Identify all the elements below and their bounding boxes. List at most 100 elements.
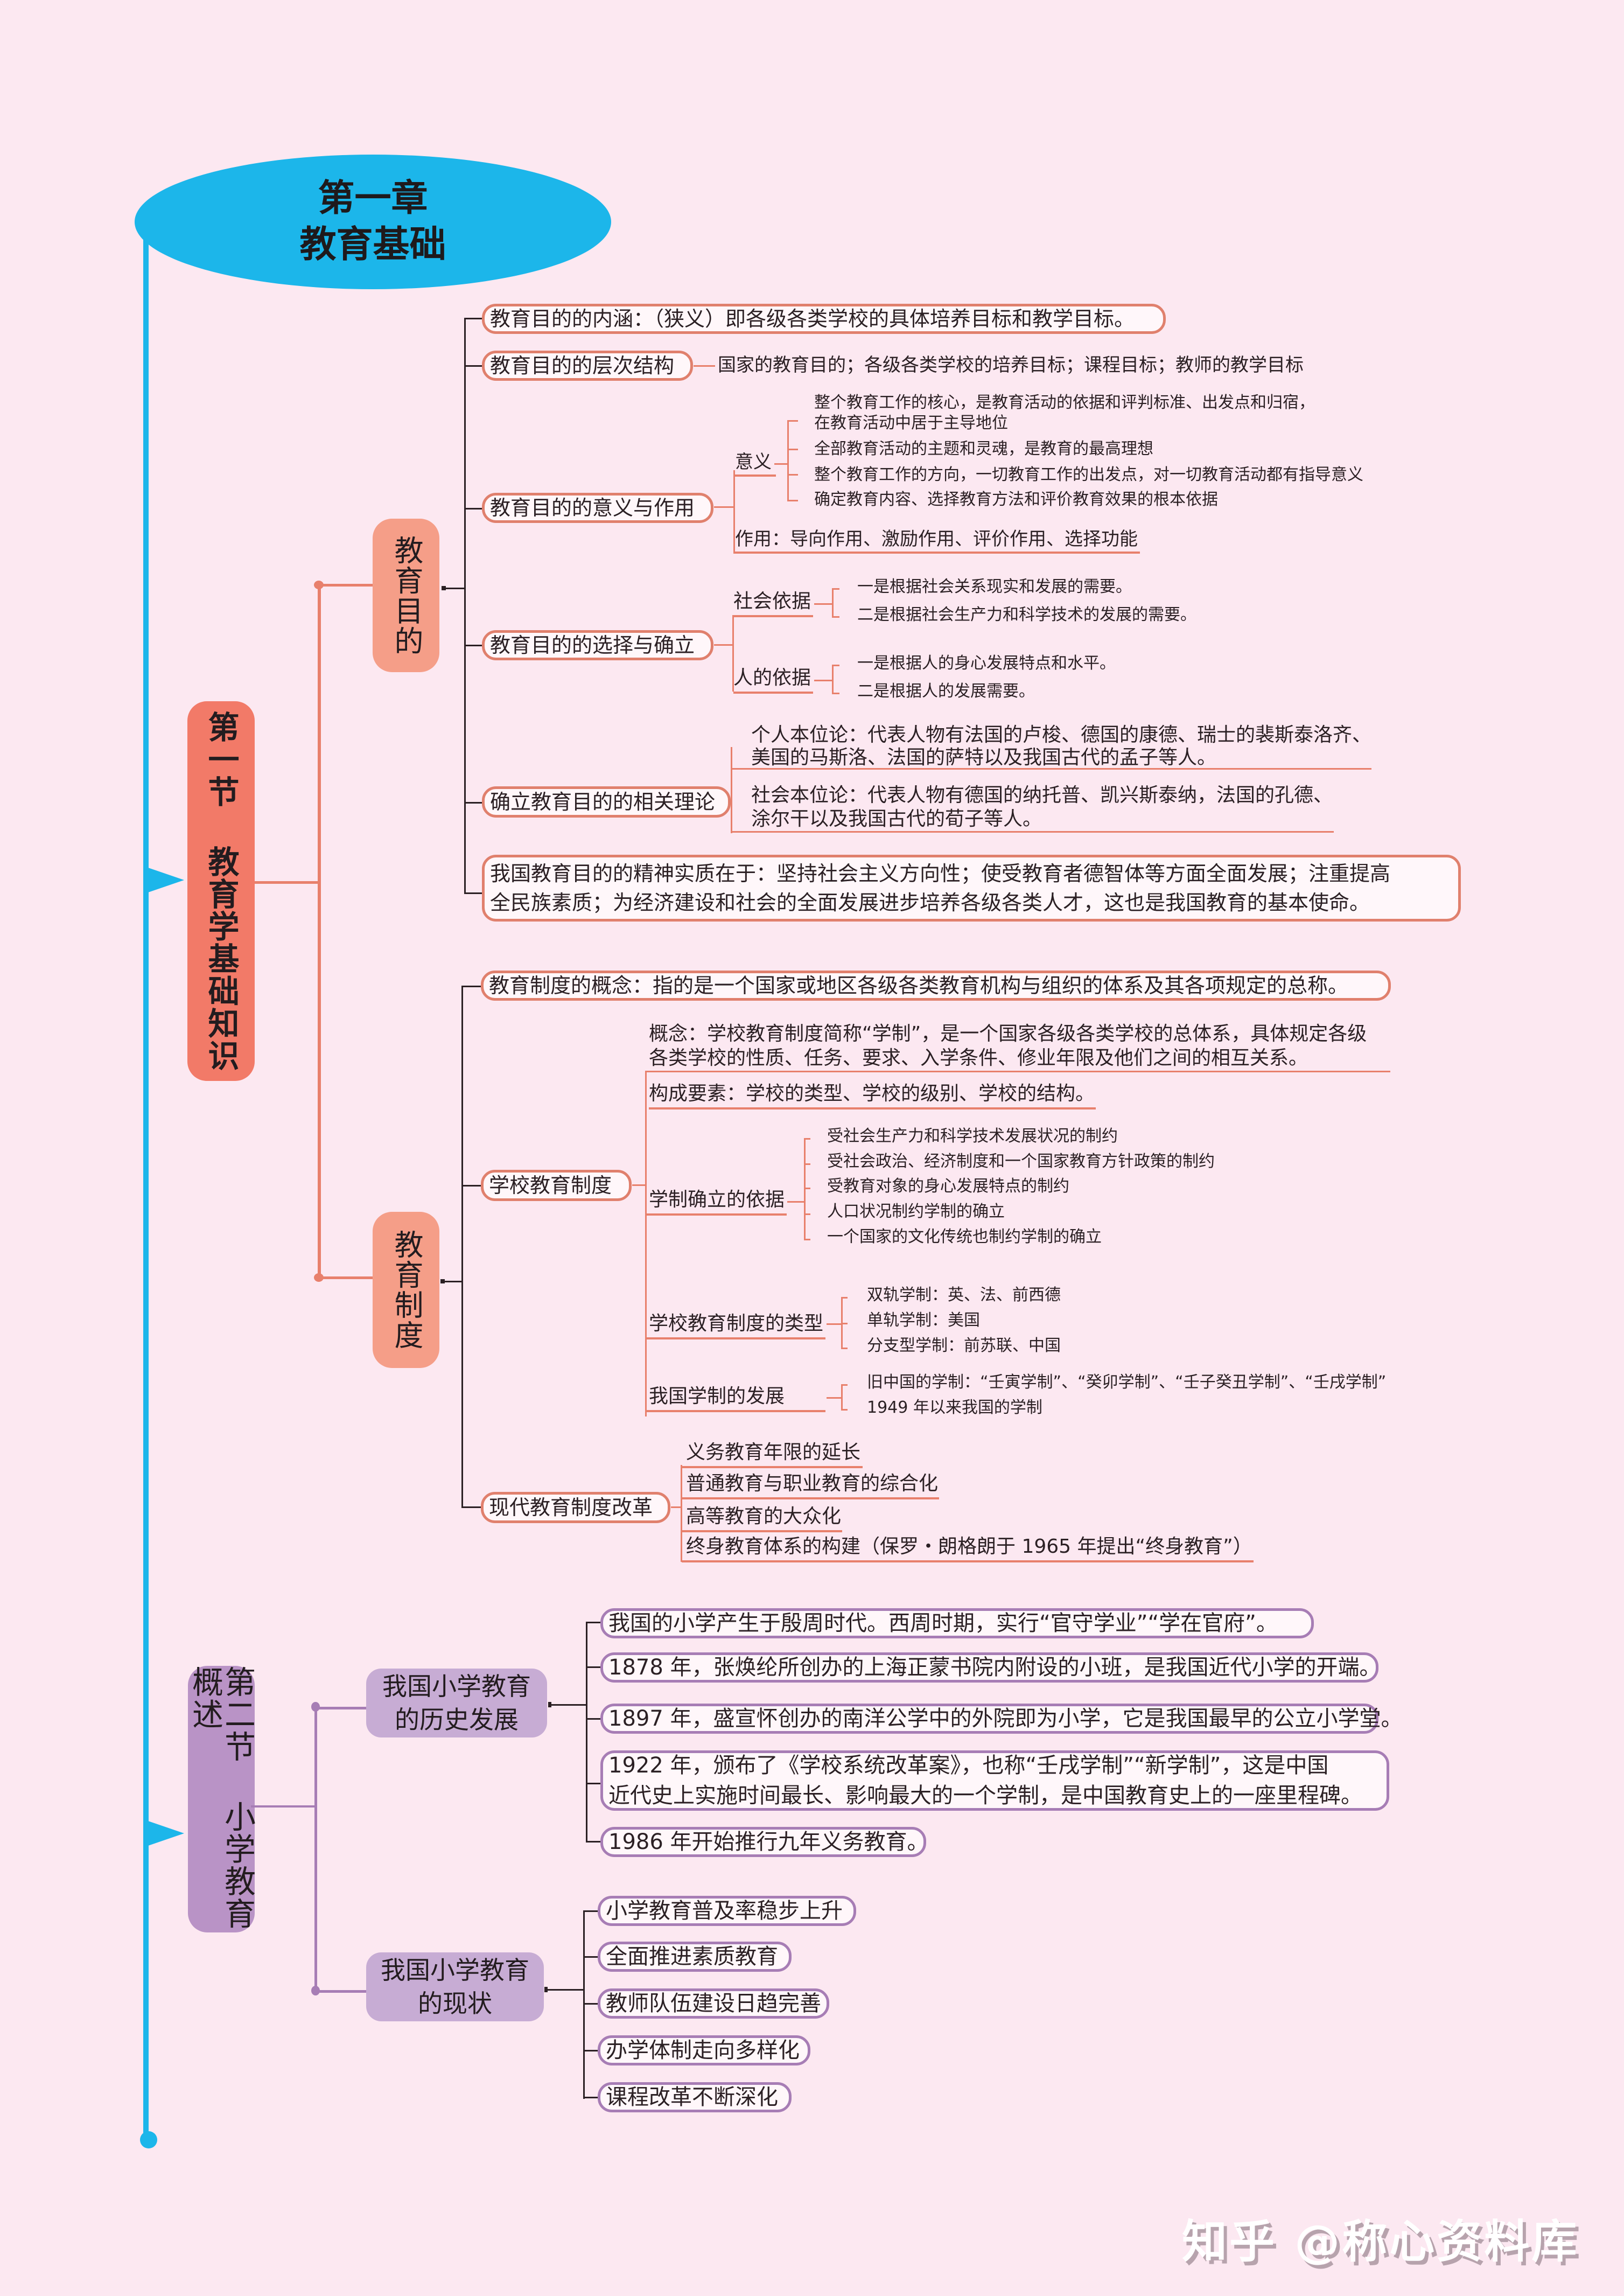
school-concept-line2: 各类学校的性质、任务、要求、入学条件、修业年限及他们之间的相互关系。	[649, 1047, 1308, 1069]
section1-label: 第一节 教育学基础知识	[202, 710, 240, 1072]
school-system-node[interactable]: 学校教育制度	[481, 1170, 632, 1201]
connector	[446, 588, 465, 589]
aim-social-item: 二是根据社会生产力和科学技术的发展的需要。	[857, 605, 1196, 624]
watermark: 知乎 @称心资料库	[1182, 2215, 1579, 2268]
connector	[804, 1188, 810, 1189]
reform-node[interactable]: 现代教育制度改革	[481, 1492, 670, 1523]
aim-essence-node[interactable]: 我国教育目的的精神实质在于：坚持社会主义方向性；使受教育者德智体等方面全面发展；…	[482, 855, 1461, 922]
connector	[841, 1384, 848, 1386]
school-type-item: 分支型学制：前苏联、中国	[867, 1336, 1061, 1355]
connector	[714, 506, 734, 508]
status-item[interactable]: 小学教育普及率稳步上升	[598, 1896, 856, 1926]
connector	[731, 831, 1334, 833]
aim-levels-node[interactable]: 教育目的的层次结构	[482, 351, 693, 381]
school-type-item: 双轨学制：英、法、前西德	[867, 1286, 1061, 1304]
connector	[832, 665, 834, 694]
status-item[interactable]: 课程改革不断深化	[598, 2082, 792, 2112]
connector	[832, 665, 839, 666]
history-item-1922-line2: 近代史上实施时间最长、影响最大的一个学制，是中国教育史上的一座里程碑。	[608, 1783, 1362, 1808]
aim-box[interactable]: 教育目的	[373, 519, 439, 672]
connector	[586, 1783, 602, 1784]
social-theory-line2: 涂尔干以及我国古代的荀子等人。	[751, 808, 1042, 830]
connector	[547, 1989, 584, 1991]
connector	[827, 1397, 842, 1399]
status-item[interactable]: 教师队伍建设日趋完善	[598, 1988, 829, 2019]
history-item[interactable]: 1986 年开始推行九年义务教育。	[600, 1827, 929, 1857]
aim-selection-node[interactable]: 教育目的的选择与确立	[482, 630, 713, 660]
connector	[787, 1201, 804, 1203]
connector	[814, 603, 832, 605]
connector	[251, 1805, 317, 1808]
chapter-name: 教育基础	[299, 224, 446, 266]
aim-social-item: 一是根据社会关系现实和发展的需要。	[857, 577, 1132, 596]
school-basis-label: 学制确立的依据	[645, 1187, 787, 1216]
connector	[645, 1071, 1390, 1072]
system-concept-node[interactable]: 教育制度的概念：指的是一个国家或地区各级各类教育机构与组织的体系及其各项规定的总…	[481, 971, 1391, 1001]
connector	[317, 1990, 367, 1993]
school-concept-line1: 概念：学校教育制度简称“学制”，是一个国家各级各类学校的总体系，具体规定各级	[649, 1023, 1367, 1045]
connector	[841, 1323, 848, 1324]
section2-label: 第二节 小学教育概述	[187, 1666, 256, 1930]
connector-knob	[544, 1987, 548, 1992]
connector	[464, 645, 484, 646]
connector	[586, 1718, 602, 1720]
connector	[787, 500, 798, 501]
connector	[732, 615, 734, 692]
reform-item: 普通教育与职业教育的综合化	[682, 1470, 940, 1499]
aim-essence-line2: 全民族素质；为经济建设和社会的全面发展进步培养各级各类人才，这也是我国教育的基本…	[490, 891, 1370, 915]
status-box[interactable]: 我国小学教育的现状	[366, 1952, 544, 2021]
aim-human-item: 二是根据人的发展需要。	[857, 682, 1035, 701]
connector	[461, 1185, 481, 1187]
connector	[586, 1841, 602, 1843]
connector	[461, 986, 463, 1508]
aim-label: 教育目的	[389, 535, 423, 656]
history-item[interactable]: 1897 年，盛宣怀创办的南洋公学中的外院即为小学，它是我国最早的公立小学堂。	[600, 1704, 1403, 1734]
status-item[interactable]: 办学体制走向多样化	[598, 2035, 810, 2065]
aim-connotation-node[interactable]: 教育目的的内涵：（狭义）即各级各类学校的具体培养目标和教学目标。	[482, 304, 1166, 334]
connector	[841, 1348, 848, 1349]
aim-human-label: 人的依据	[733, 665, 814, 694]
connector	[314, 1707, 317, 1992]
aim-significance-node[interactable]: 教育目的的意义与作用	[482, 493, 713, 523]
connector-knob	[440, 1279, 445, 1283]
junction-dot	[314, 1273, 324, 1282]
school-dev-item: 1949 年以来我国的学制	[867, 1398, 1042, 1417]
connector	[461, 1506, 481, 1508]
section1-box[interactable]: 第一节 教育学基础知识	[187, 701, 255, 1081]
aim-meaning-label: 意义	[735, 450, 776, 477]
history-box[interactable]: 我国小学教育的历史发展	[366, 1669, 547, 1737]
reform-item: 义务教育年限的延长	[682, 1439, 863, 1468]
system-box[interactable]: 教育制度	[373, 1212, 439, 1368]
connector	[550, 1704, 587, 1706]
connector	[787, 474, 798, 476]
connector	[255, 881, 319, 884]
section2-box[interactable]: 第二节 小学教育概述	[187, 1666, 256, 1932]
chapter-title: 第一章 教育基础	[135, 155, 611, 289]
connector	[787, 420, 789, 501]
school-dev-item: 旧中国的学制：“壬寅学制”、“癸卯学制”、“壬子癸丑学制”、“壬戌学制”	[867, 1373, 1387, 1392]
connector	[827, 1323, 842, 1325]
school-types-label: 学校教育制度的类型	[645, 1310, 826, 1339]
connector	[832, 588, 834, 617]
aim-meaning-item: 在教育活动中居于主导地位	[814, 414, 1008, 432]
school-type-item: 单轨学制：美国	[867, 1311, 980, 1330]
school-basis-item: 受社会生产力和科学技术发展状况的制约	[827, 1127, 1118, 1146]
connector	[645, 1072, 647, 1416]
connector	[464, 365, 484, 367]
arrow-section1-icon	[146, 867, 184, 893]
connector	[586, 1666, 602, 1668]
school-elements: 构成要素：学校的类型、学校的级别、学校的结构。	[649, 1080, 1096, 1109]
connector	[464, 318, 484, 319]
connector	[464, 508, 484, 510]
spine-end-dot	[140, 2131, 157, 2148]
connector	[317, 1707, 367, 1709]
connector	[841, 1297, 843, 1348]
connector	[804, 1138, 810, 1140]
history-item[interactable]: 1878 年，张焕纶所创办的上海正蒙书院内附设的小班，是我国近代小学的开端。	[600, 1652, 1381, 1683]
aim-theories-node[interactable]: 确立教育目的的相关理论	[482, 786, 731, 818]
aim-human-item: 一是根据人的身心发展特点和水平。	[857, 654, 1116, 673]
status-item[interactable]: 全面推进素质教育	[598, 1942, 792, 1972]
individual-theory-line1: 个人本位论：代表人物有法国的卢梭、德国的康德、瑞士的裴斯泰洛齐、	[751, 724, 1372, 746]
history-item[interactable]: 我国的小学产生于殷周时代。西周时期，实行“官守学业”“学在官府”。	[600, 1608, 1314, 1638]
history-item-1922[interactable]: 1922 年，颁布了《学校系统改革案》，也称“壬戌学制”“新学制”，这是中国 近…	[600, 1750, 1389, 1811]
